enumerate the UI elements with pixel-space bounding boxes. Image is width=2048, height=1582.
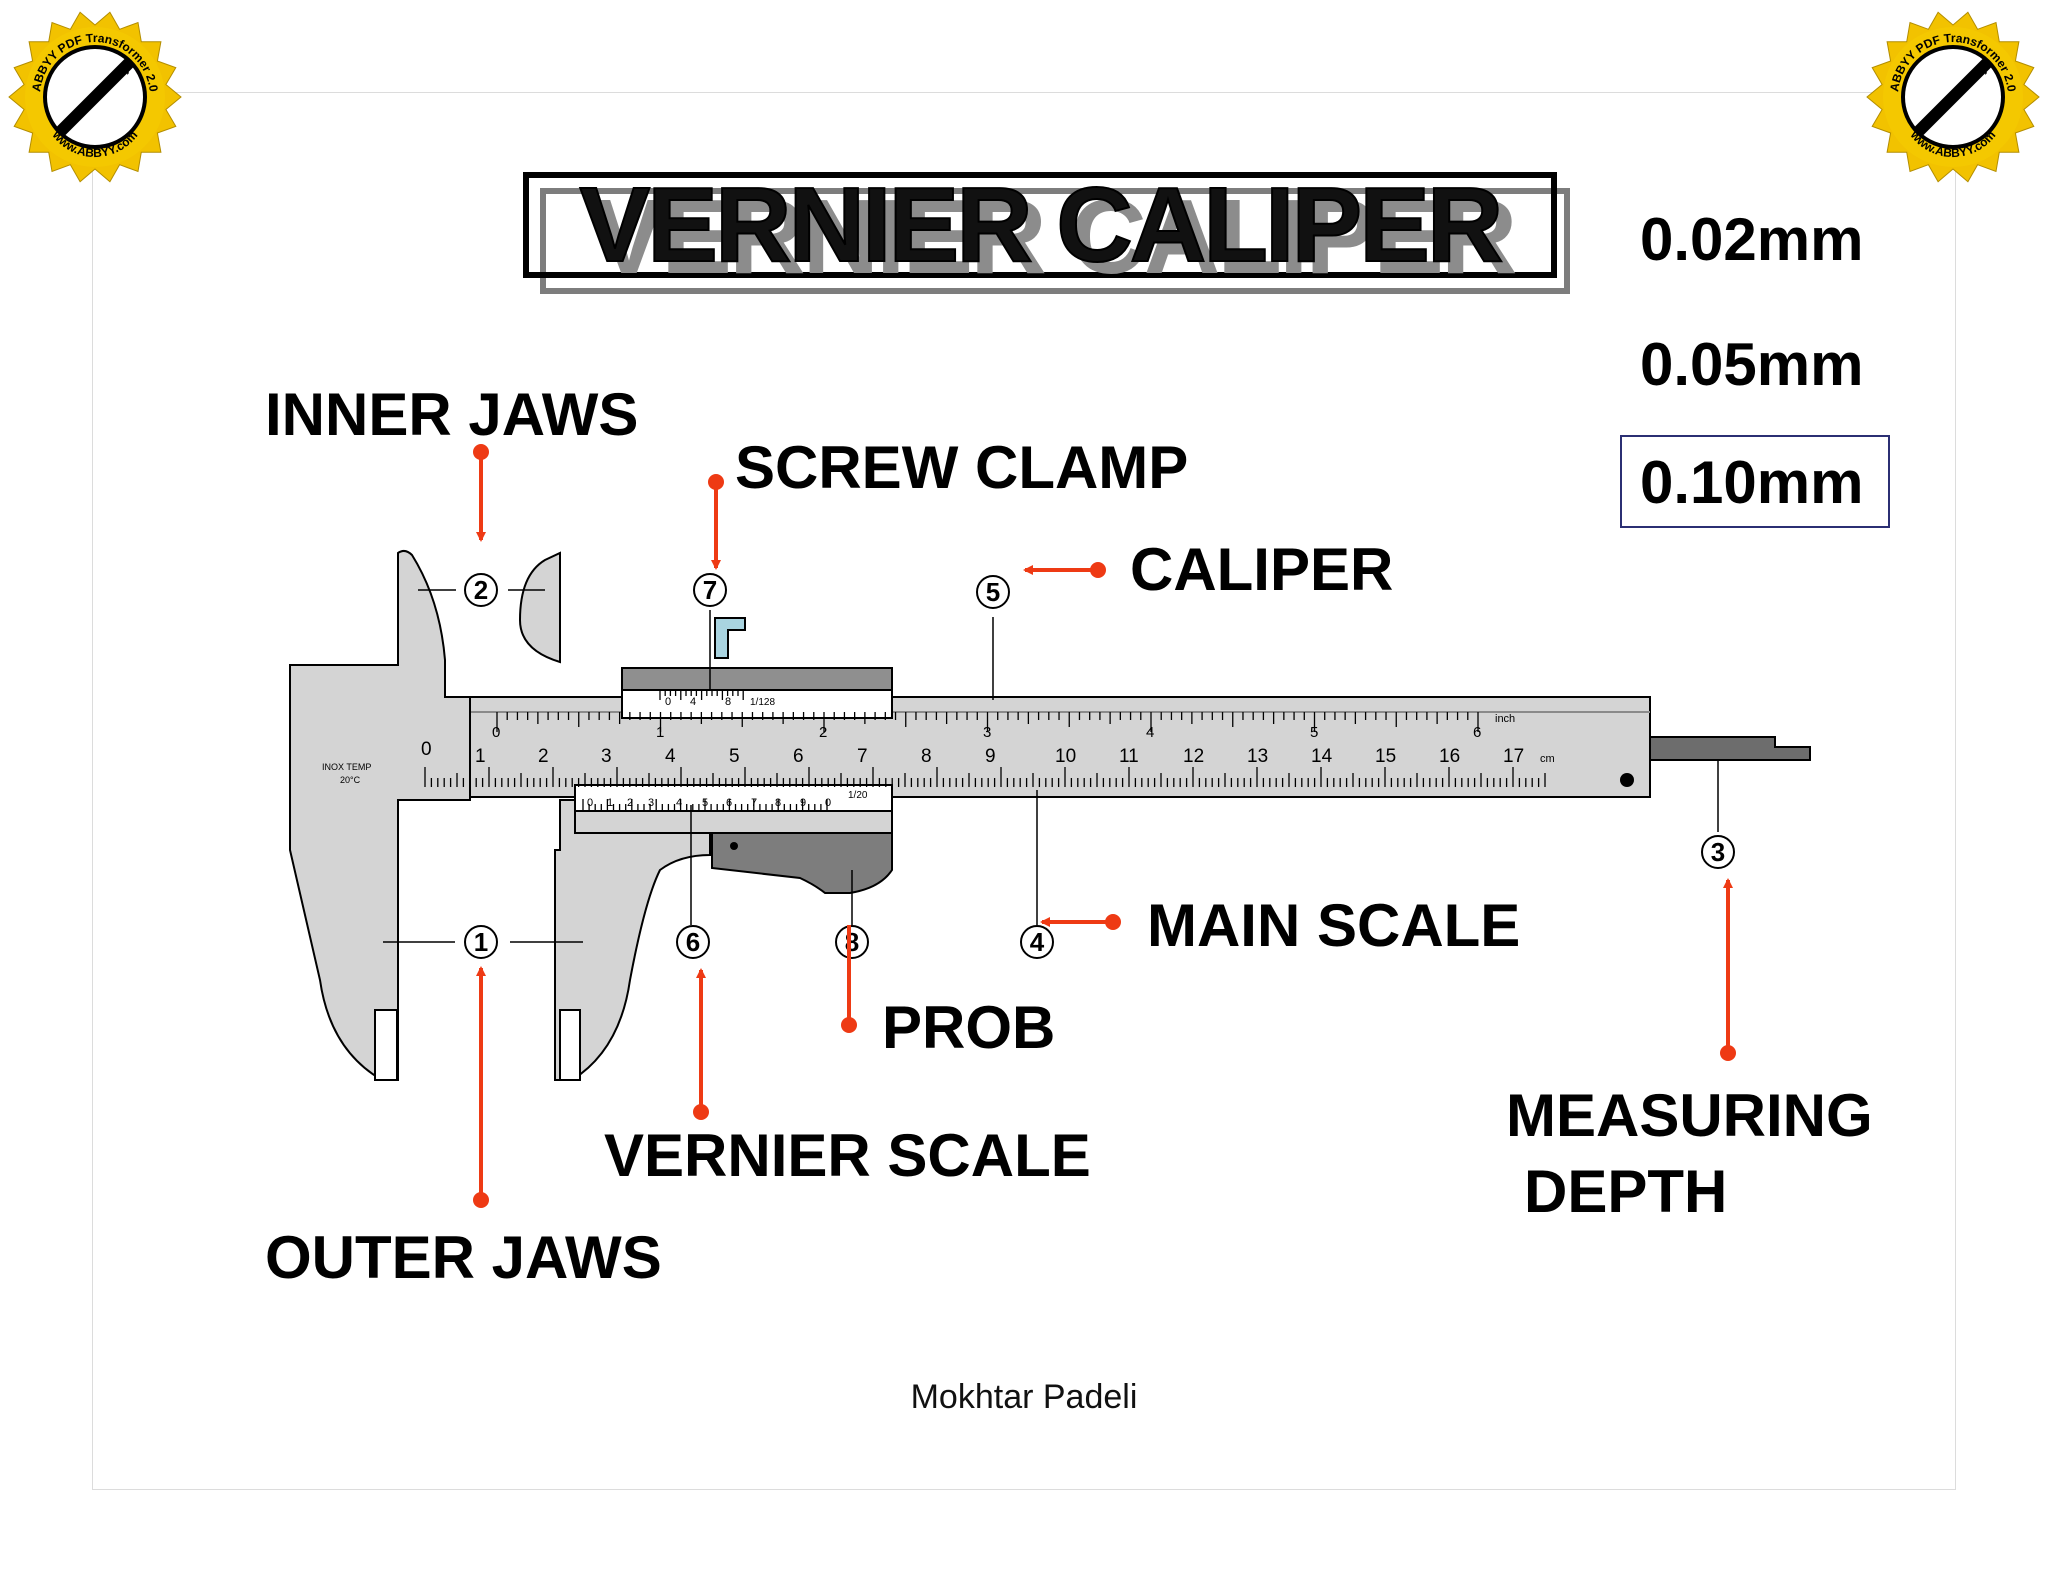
cm-number: 13 — [1247, 746, 1268, 767]
inch-unit: inch — [1495, 713, 1515, 725]
vernier-number: 1 — [607, 797, 613, 809]
resolution-010: 0.10mm — [1640, 449, 1864, 516]
inch-vernier-ratio: 1/128 — [750, 697, 775, 708]
callout-1: 1 — [474, 927, 488, 957]
inch-number: 5 — [1310, 724, 1318, 741]
resolution-005: 0.05mm — [1640, 331, 1864, 398]
label-depth: DEPTH — [1524, 1158, 1728, 1225]
thumb-grip — [711, 832, 893, 894]
inch-scale-ticks — [496, 712, 1479, 732]
inch-number: 3 — [983, 724, 991, 741]
inch-vernier-number: 4 — [690, 696, 696, 708]
inch-vernier-ticks — [659, 690, 744, 700]
cm-number: 2 — [538, 746, 549, 767]
page-title: VERNIER CALIPER — [579, 165, 1505, 285]
vernier-number: 8 — [775, 797, 781, 809]
cm-scale-ticks — [424, 767, 1546, 787]
cm-number: 1 — [475, 746, 486, 767]
fixed-jaw — [289, 549, 471, 1081]
cm-number: 4 — [665, 746, 676, 767]
sliding-inner-jaw — [518, 551, 561, 664]
cm-number: 7 — [857, 746, 868, 767]
label-vernier-scale: VERNIER SCALE — [604, 1122, 1091, 1189]
slider-top — [621, 667, 893, 691]
label-caliper: CALIPER — [1130, 536, 1394, 603]
inch-vernier-number: 8 — [725, 696, 731, 708]
vernier-number: 2 — [627, 797, 633, 809]
label-measuring: MEASURING — [1506, 1082, 1873, 1149]
cm-number: 10 — [1055, 746, 1076, 767]
label-outer-jaws: OUTER JAWS — [265, 1224, 662, 1291]
inch-number: 1 — [656, 724, 664, 741]
label-screw-clamp: SCREW CLAMP — [735, 434, 1189, 501]
inch-vernier-number: 0 — [665, 696, 671, 708]
cm-unit: cm — [1540, 753, 1555, 765]
cm-number: 16 — [1439, 746, 1460, 767]
vernier-number: 6 — [726, 797, 732, 809]
vernier-number: 4 — [676, 797, 682, 809]
cm-number: 14 — [1311, 746, 1333, 767]
vernier-number: 5 — [702, 797, 708, 809]
vernier-scale-ticks — [582, 799, 828, 811]
callout-8: 8 — [845, 927, 859, 957]
cm-number: 5 — [729, 746, 740, 767]
cm-number: 12 — [1183, 746, 1204, 767]
brand-temp: 20°C — [340, 775, 361, 785]
callout-2: 2 — [474, 575, 488, 605]
label-prob: PROB — [882, 994, 1056, 1061]
callout-3: 3 — [1711, 837, 1725, 867]
callout-6: 6 — [686, 927, 700, 957]
vernier-number: 7 — [751, 797, 757, 809]
inch-number: 0 — [492, 724, 500, 741]
metric-vernier-plate — [574, 784, 893, 812]
label-main-scale: MAIN SCALE — [1147, 892, 1521, 959]
beam-screw — [1620, 773, 1634, 787]
callout-4: 4 — [1030, 927, 1045, 957]
cm-number: 6 — [793, 746, 804, 767]
callout-7: 7 — [703, 575, 717, 605]
callout-5: 5 — [986, 577, 1000, 607]
abbyy-buy-badge-right[interactable]: ABBYY PDF Transformer 2.0 www.ABBYY.com … — [1858, 2, 2048, 192]
cm-number: 17 — [1503, 746, 1524, 767]
title-frame — [523, 172, 1557, 278]
selected-resolution-frame — [1620, 435, 1890, 528]
brand-text: INOX TEMP — [322, 762, 371, 772]
depth-rod — [1649, 736, 1811, 761]
cm-number: 15 — [1375, 746, 1396, 767]
cm-number: 8 — [921, 746, 932, 767]
vernier-number: 0 — [587, 797, 593, 809]
cm-number: 9 — [985, 746, 996, 767]
vernier-ratio: 1/20 — [848, 790, 868, 801]
label-inner-jaws: INNER JAWS — [265, 381, 639, 448]
author-credit: Mokhtar Padeli — [910, 1378, 1138, 1416]
inch-number: 4 — [1146, 724, 1154, 741]
vernier-number: 0 — [825, 797, 831, 809]
inch-vernier-plate — [621, 689, 893, 719]
screw-clamp — [714, 617, 746, 659]
abbyy-buy-badge-left[interactable]: ABBYY PDF Transformer 2.0 www.ABBYY.com … — [0, 2, 190, 192]
vernier-number: 9 — [800, 797, 806, 809]
inch-number: 2 — [819, 724, 827, 741]
cm-number: 3 — [601, 746, 612, 767]
title-shadow: VERNIER CALIPER — [593, 177, 1518, 296]
title-shadow-frame — [540, 188, 1570, 294]
inch-number: 6 — [1473, 724, 1481, 741]
cm-number: 0 — [421, 739, 432, 760]
cm-number: 11 — [1119, 746, 1139, 767]
resolution-002: 0.02mm — [1640, 206, 1864, 273]
vernier-number: 3 — [648, 797, 654, 809]
